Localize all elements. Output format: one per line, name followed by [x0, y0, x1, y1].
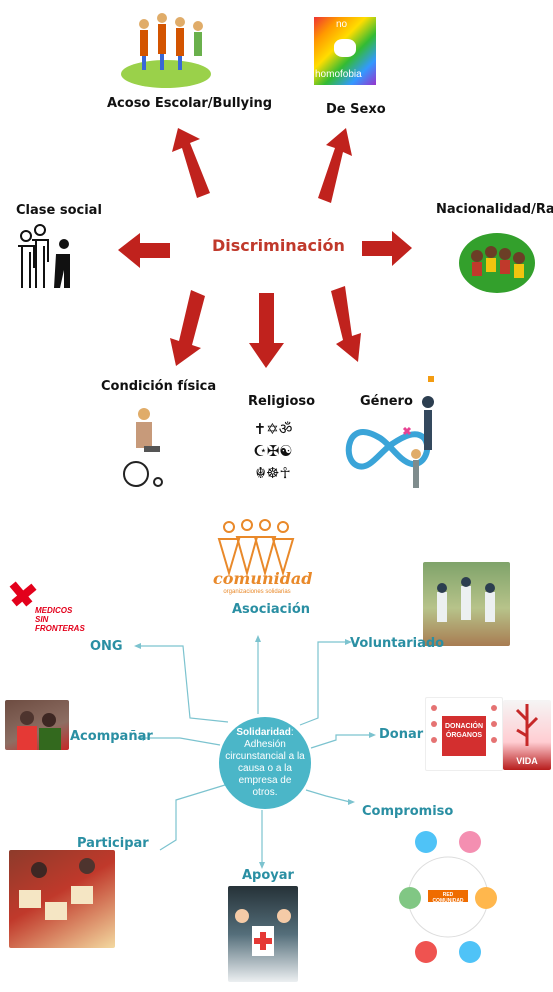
badge-word-no: no	[336, 19, 348, 30]
religion-symbols-icon: ✝✡ॐ☪✠☯☬☸☥	[253, 420, 293, 482]
label-genero: Género	[360, 394, 413, 409]
line-ong	[140, 645, 229, 723]
hub-text: Adhesión circunstancial a la causa o a l…	[225, 739, 305, 798]
comunidad-logo-sub: organizaciones solidarias	[223, 589, 291, 595]
donar-poster-line1: DONACIÓN	[444, 723, 484, 730]
label-sexo: De Sexo	[326, 102, 386, 117]
label-ong: ONG	[90, 639, 123, 654]
center-title-discriminacion: Discriminación	[212, 236, 345, 255]
no-homofobia-badge: no homofobia	[314, 17, 376, 85]
label-voluntariado: Voluntariado	[350, 636, 445, 651]
comunidad-logo: comunidad organizaciones solidarias	[213, 517, 313, 601]
arrow-religioso	[249, 293, 284, 368]
arrow-sexo	[318, 128, 352, 203]
line-acompanar	[143, 737, 221, 746]
gender-equality-icon	[344, 372, 444, 492]
donar-poster-line2: ÓRGANOS	[445, 732, 483, 739]
badge-word-homofobia: homofobia	[315, 69, 362, 80]
arrow-genero	[331, 286, 361, 362]
label-compromiso: Compromiso	[362, 804, 454, 819]
comunidad-logo-text: comunidad	[213, 569, 313, 588]
bullying-illustration	[118, 8, 214, 90]
label-asociacion: Asociación	[232, 602, 311, 617]
label-condicion: Condición física	[101, 379, 217, 394]
line-participar	[159, 784, 226, 851]
label-nacional: Nacionalidad/Racial	[436, 202, 553, 217]
msf-line1: MEDICOS	[35, 606, 73, 615]
msf-logo: MEDICOS SIN FRONTERAS	[5, 577, 87, 633]
organ-donation-poster: DONACIÓN ÓRGANOS	[425, 697, 503, 771]
accompany-photo	[5, 700, 69, 750]
hub-title: Solidaridad	[236, 727, 291, 738]
arrow-nacional	[362, 231, 412, 266]
diverse-people-icon	[457, 228, 537, 298]
participate-photo	[9, 850, 115, 948]
label-religioso: Religioso	[248, 394, 316, 409]
label-acoso: Acoso Escolar/Bullying	[107, 96, 273, 111]
commitment-infographic: RED COMUNIDAD	[398, 822, 498, 972]
support-photo	[228, 886, 298, 982]
volunteers-photo	[423, 562, 510, 646]
label-donar: Donar	[379, 727, 424, 742]
arrow-condicion	[170, 290, 205, 366]
vida-poster: VIDA	[503, 700, 551, 770]
solidaridad-hub: Solidaridad: Adhesión circunstancial a l…	[219, 717, 311, 809]
label-acompanar: Acompañar	[70, 729, 153, 744]
label-participar: Participar	[77, 836, 149, 851]
msf-line2: SIN FRONTERAS	[35, 615, 85, 633]
social-class-icon	[14, 222, 74, 290]
vida-poster-text: VIDA	[516, 756, 538, 766]
line-compromiso	[305, 789, 351, 803]
label-apoyar: Apoyar	[242, 868, 294, 883]
wheelchair-icon	[120, 400, 168, 492]
hearts-icon	[334, 39, 356, 57]
line-voluntariado	[299, 641, 346, 726]
arrow-clase	[118, 233, 170, 268]
label-clase: Clase social	[16, 203, 102, 218]
line-donar	[310, 734, 370, 749]
compromiso-center-text: RED COMUNIDAD	[432, 892, 464, 904]
arrow-acoso	[172, 128, 210, 198]
